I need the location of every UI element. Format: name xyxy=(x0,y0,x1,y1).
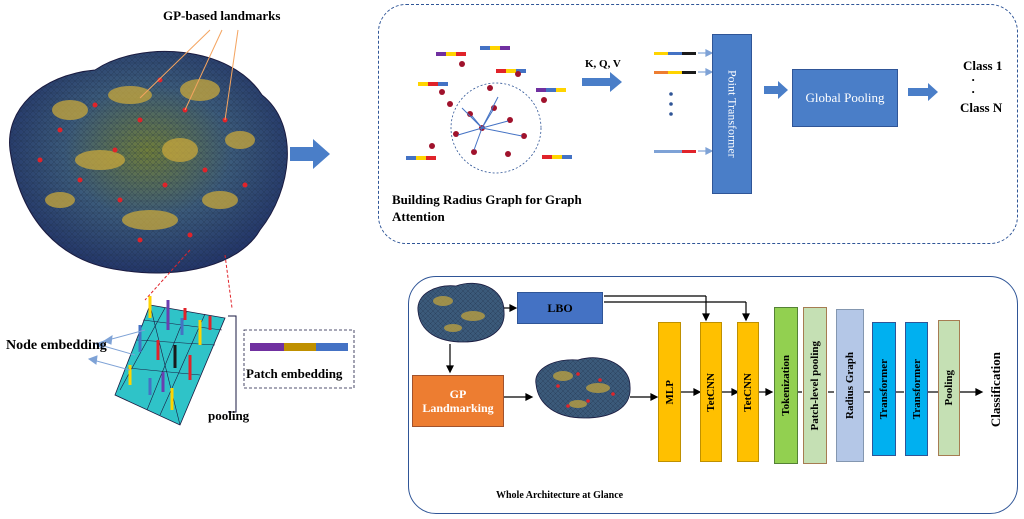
class-1-label: Class 1 xyxy=(963,58,1003,73)
patch-pooling-block: Patch-level pooling xyxy=(803,307,827,464)
radius-graph-block: Radius Graph xyxy=(836,309,864,462)
token-bars xyxy=(406,46,572,160)
brain-mesh-large xyxy=(9,50,288,274)
patch-pooling-label: Patch-level pooling xyxy=(809,340,821,431)
pooling-block-label: Pooling xyxy=(943,370,955,406)
mlp-label: MLP xyxy=(663,379,676,405)
architecture-illustration xyxy=(417,282,984,419)
transformer-block-2: Transformer xyxy=(905,322,928,456)
transformer-label-2: Transformer xyxy=(910,358,923,420)
radius-graph-illustration xyxy=(406,46,938,174)
gp-to-class-arrow xyxy=(908,83,938,101)
brain-mesh-small-2 xyxy=(535,357,631,419)
pooling-block: Pooling xyxy=(938,320,960,456)
kqv-label: K, Q, V xyxy=(585,58,621,70)
transformer-label-1: Transformer xyxy=(878,358,890,420)
vertical-dots xyxy=(669,92,673,116)
tetcnn-label-2: TetCNN xyxy=(742,372,754,412)
patch-embedding-bar xyxy=(250,343,348,351)
classification-label: Classification xyxy=(988,352,1003,428)
gp-landmarks-label: GP-based landmarks xyxy=(163,8,281,23)
patch-mesh xyxy=(114,296,226,426)
mlp-block: MLP xyxy=(658,322,681,462)
tetcnn-block-1: TetCNN xyxy=(700,322,722,462)
tokenization-block: Tokenization xyxy=(774,307,798,464)
tetcnn-label-1: TetCNN xyxy=(705,372,717,412)
class-dots-1: · xyxy=(971,72,976,87)
classification-output: Classification xyxy=(988,330,1004,450)
kqv-arrow xyxy=(582,72,622,92)
gp-landmarking-block: GP Landmarking xyxy=(412,375,504,427)
point-transformer-label: Point Transformer xyxy=(725,70,740,158)
pt-to-gp-arrow xyxy=(764,81,788,99)
brain-mesh-small-1 xyxy=(417,282,505,343)
flow-arrow-main xyxy=(290,139,330,169)
class-n-label: Class N xyxy=(960,100,1003,115)
pooling-label: pooling xyxy=(208,408,250,423)
point-transformer-block: Point Transformer xyxy=(712,34,752,194)
left-illustration xyxy=(9,29,355,426)
radius-graph-caption: Building Radius Graph for Graph Attentio… xyxy=(392,192,582,224)
tokenization-label: Tokenization xyxy=(780,355,792,416)
class-dots-2: · xyxy=(971,84,976,99)
output-token-bars xyxy=(654,52,696,153)
whole-architecture-caption: Whole Architecture at Glance xyxy=(496,490,624,501)
global-pooling-block: Global Pooling xyxy=(792,69,898,127)
architecture-panel xyxy=(408,276,1018,514)
patch-embedding-label: Patch embedding xyxy=(246,366,343,381)
radius-graph-panel xyxy=(378,4,1018,244)
radius-graph-label: Radius Graph xyxy=(844,352,856,419)
node-embedding-label: Node embedding xyxy=(6,338,107,353)
tetcnn-block-2: TetCNN xyxy=(737,322,759,462)
lbo-block: LBO xyxy=(517,292,603,324)
transformer-block-1: Transformer xyxy=(872,322,896,456)
